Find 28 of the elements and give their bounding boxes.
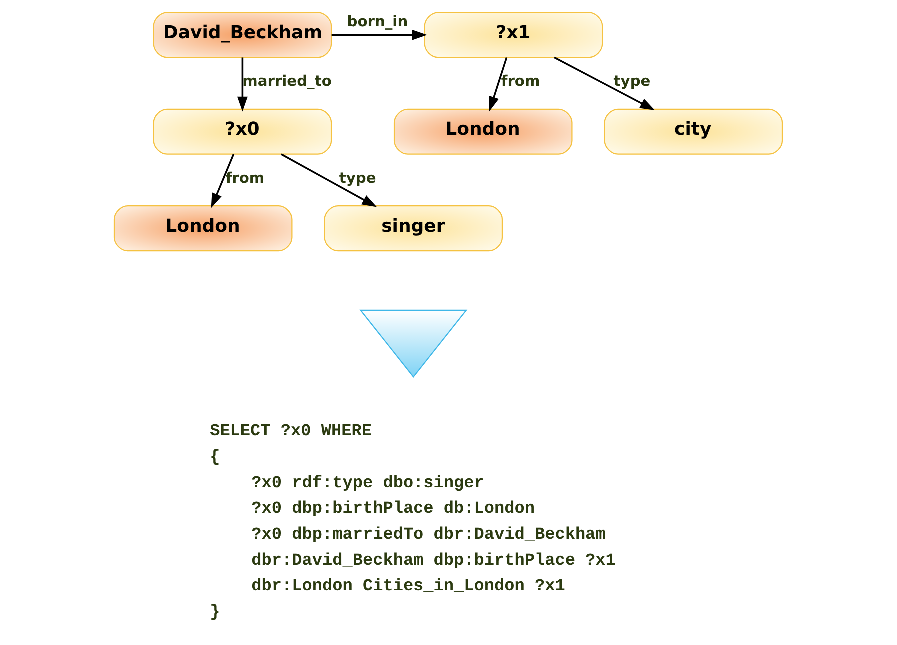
arrow (281, 154, 378, 208)
arrow (554, 56, 656, 111)
label: dbr:David_Beckham dbp:birthPlace ?x1 (252, 552, 616, 571)
node-box: London (394, 108, 573, 155)
label: ?x0 dbp:marriedTo dbr:David_Beckham (252, 526, 606, 545)
label: ?x0 rdf:type dbo:singer (252, 474, 484, 494)
arrow (332, 30, 428, 40)
edge-label: type (614, 73, 651, 90)
edge-label: from (226, 170, 265, 187)
edge-label: type (339, 170, 376, 187)
node-box: David_Beckham (153, 12, 332, 58)
label: } (210, 604, 220, 623)
edge-label: married_to (242, 73, 332, 90)
node-box: ?x1 (424, 12, 604, 58)
node-arrow (360, 310, 468, 378)
edge-label: from (501, 73, 540, 90)
node-box: singer (324, 206, 504, 252)
node-box: ?x0 (153, 108, 332, 155)
node-box: city (604, 108, 784, 155)
label: ?x0 dbp:birthPlace db:London (252, 500, 535, 520)
label: SELECT ?x0 WHERE (210, 422, 372, 442)
arrow (211, 154, 235, 208)
arrow (489, 57, 508, 112)
node-box: London (114, 206, 293, 252)
label: dbr:London Cities_in_London ?x1 (252, 578, 566, 597)
edge-label: born_in (347, 14, 408, 31)
label: { (210, 448, 220, 468)
arrow (238, 58, 248, 112)
